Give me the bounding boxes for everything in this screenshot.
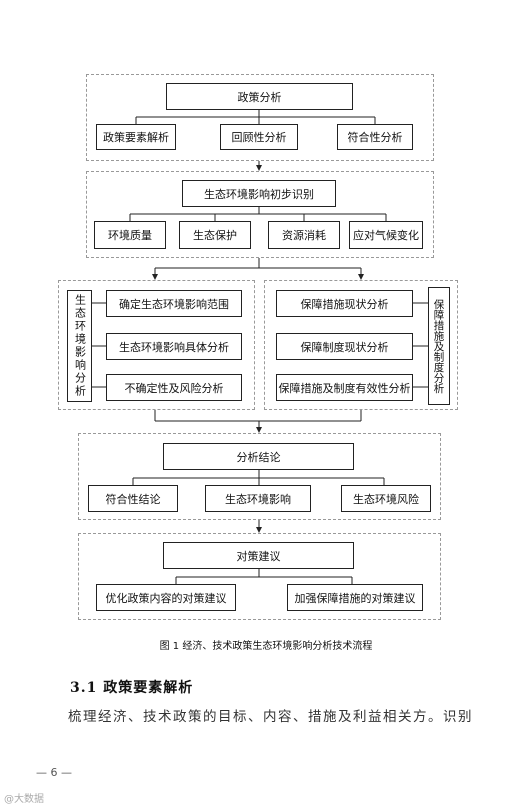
recommendation-group xyxy=(78,533,441,620)
climate-change-node: 应对气候变化 xyxy=(349,221,423,249)
page-number: — 6 — xyxy=(36,766,72,779)
safeguard-analysis-label: 保障措施及制度分析 xyxy=(428,287,450,405)
eco-identification-group xyxy=(86,171,434,258)
conclusion-title: 分析结论 xyxy=(163,443,354,470)
optimize-policy-node: 优化政策内容的对策建议 xyxy=(96,584,236,611)
resource-consumption-node: 资源消耗 xyxy=(268,221,340,249)
impact-scope-node: 确定生态环境影响范围 xyxy=(106,290,242,317)
retrospective-analysis-node: 回顾性分析 xyxy=(220,124,298,150)
eco-impact-node: 生态环境影响 xyxy=(205,485,311,512)
strengthen-safeguard-node: 加强保障措施的对策建议 xyxy=(287,584,423,611)
effectiveness-analysis-node: 保障措施及制度有效性分析 xyxy=(276,374,413,401)
policy-analysis-group xyxy=(86,74,434,161)
policy-element-analysis-node: 政策要素解析 xyxy=(96,124,176,150)
eco-risk-node: 生态环境风险 xyxy=(341,485,431,512)
institution-status-node: 保障制度现状分析 xyxy=(276,333,413,360)
eco-protection-node: 生态保护 xyxy=(179,221,251,249)
conclusion-group xyxy=(78,433,441,520)
policy-analysis-title: 政策分析 xyxy=(166,83,353,110)
eco-impact-analysis-group xyxy=(58,280,255,410)
watermark: @大数据 xyxy=(4,794,44,805)
environment-quality-node: 环境质量 xyxy=(94,221,166,249)
figure-caption: 图 1 经济、技术政策生态环境影响分析技术流程 xyxy=(159,641,373,652)
conformity-conclusion-node: 符合性结论 xyxy=(88,485,178,512)
section-heading: 3.1 政策要素解析 xyxy=(70,680,194,696)
safeguard-analysis-group xyxy=(264,280,458,410)
safeguard-status-node: 保障措施现状分析 xyxy=(276,290,413,317)
recommendation-title: 对策建议 xyxy=(163,542,354,569)
eco-identification-title: 生态环境影响初步识别 xyxy=(182,180,336,207)
impact-detail-analysis-node: 生态环境影响具体分析 xyxy=(106,333,242,360)
eco-impact-analysis-label: 生态环境影响分析 xyxy=(67,290,92,402)
conformity-analysis-node: 符合性分析 xyxy=(337,124,413,150)
uncertainty-risk-node: 不确定性及风险分析 xyxy=(106,374,242,401)
body-paragraph: 梳理经济、技术政策的目标、内容、措施及利益相关方。识别 xyxy=(68,709,473,725)
